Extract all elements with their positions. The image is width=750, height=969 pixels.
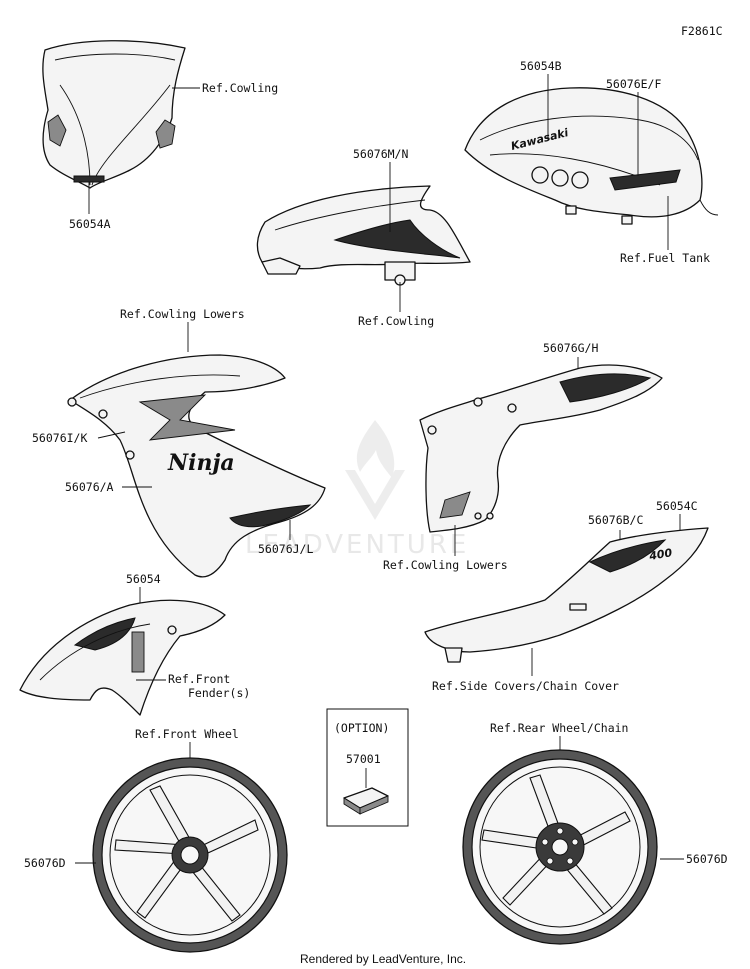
label-57001: 57001	[346, 752, 381, 766]
label-option: (OPTION)	[334, 721, 389, 735]
label-56054B: 56054B	[520, 59, 562, 73]
label-56076MN: 56076M/N	[353, 147, 408, 161]
fuel-tank-part: Kawasaki	[464, 87, 719, 225]
leadventure-watermark: LEADVENTURE	[245, 420, 469, 560]
side-model-decal: 400	[647, 546, 673, 563]
left-side-cowl-part: Ninja	[67, 354, 326, 578]
cowl-model-decal: Ninja	[167, 450, 235, 476]
label-56076D-right: 56076D	[686, 852, 728, 866]
label-ref-side-covers: Ref.Side Covers/Chain Cover	[432, 679, 619, 693]
rear-wheel-part	[462, 749, 658, 945]
label-ref-cowling-lowers-left: Ref.Cowling Lowers	[120, 307, 245, 321]
label-56076IK: 56076I/K	[32, 431, 87, 445]
right-side-cowl-part	[419, 364, 663, 533]
label-56054C: 56054C	[656, 499, 698, 513]
label-56076GH: 56076G/H	[543, 341, 598, 355]
figure-id: F2861C	[681, 24, 723, 38]
label-56076D-left: 56076D	[24, 856, 66, 870]
label-ref-front-fender-2: Fender(s)	[188, 686, 250, 700]
label-56076A: 56076/A	[65, 480, 114, 494]
label-56076EF: 56076E/F	[606, 77, 661, 91]
label-ref-fuel-tank: Ref.Fuel Tank	[620, 251, 710, 265]
decal-tool-part	[343, 787, 389, 815]
label-56054: 56054	[126, 572, 161, 586]
footer-credit: Rendered by LeadVenture, Inc.	[300, 952, 466, 966]
watermark-flame-icon	[356, 420, 395, 478]
windscreen-part	[42, 40, 186, 189]
label-ref-front-wheel: Ref.Front Wheel	[135, 727, 239, 741]
watermark-chevron-icon	[345, 470, 405, 520]
label-ref-cowling-lowers-right: Ref.Cowling Lowers	[383, 558, 508, 572]
label-ref-cowling-top: Ref.Cowling	[202, 81, 278, 95]
label-56054A: 56054A	[69, 217, 111, 231]
label-ref-front-fender-1: Ref.Front	[168, 672, 230, 686]
front-wheel-part	[92, 757, 288, 953]
label-56076JL: 56076J/L	[258, 542, 313, 556]
label-ref-rear-wheel: Ref.Rear Wheel/Chain	[490, 721, 628, 735]
label-ref-cowling-mid: Ref.Cowling	[358, 314, 434, 328]
tank-fuel-cap	[531, 166, 589, 189]
upper-cowl-part	[256, 185, 471, 286]
front-fender-part	[19, 599, 226, 716]
side-cover-part: 400	[424, 527, 709, 663]
watermark-text: LEADVENTURE	[245, 530, 469, 560]
option-box: (OPTION) 57001	[326, 708, 409, 827]
label-56076BC: 56076B/C	[588, 513, 643, 527]
